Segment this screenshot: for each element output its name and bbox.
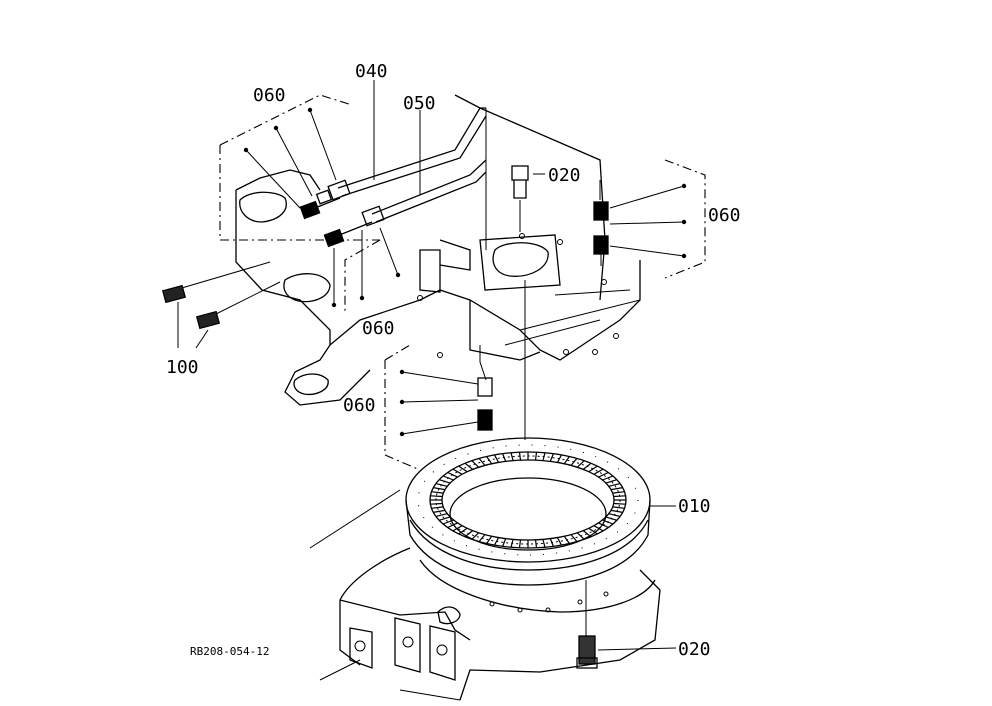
pipe-assembly: [174, 107, 601, 381]
label-060-mid: 060: [362, 318, 395, 339]
fitting-060-a: [299, 200, 321, 220]
lower-frame-outline: [309, 489, 661, 701]
label-010: 010: [678, 496, 711, 517]
callout-brackets: [219, 94, 706, 471]
label-020-top: 020: [548, 165, 581, 186]
label-100: 100: [166, 357, 199, 378]
label-040: 040: [355, 61, 388, 82]
gear-teeth-lines: [430, 452, 626, 548]
fittings: [161, 165, 609, 669]
swing-bearing-ring: [405, 437, 651, 586]
fitting-050-a: [323, 205, 385, 248]
label-020-bottom: 020: [678, 639, 711, 660]
bolt-020-bottom: [576, 635, 598, 669]
ring-gear-teeth: [430, 452, 626, 548]
label-060-left: 060: [343, 395, 376, 416]
leader-lines: [177, 80, 687, 651]
label-060-top: 060: [253, 85, 286, 106]
bolt-020-top: [511, 165, 529, 232]
fitting-060-mid: [477, 377, 493, 431]
upper-frame-outline: [235, 94, 641, 406]
reference-code: RB208-054-12: [190, 645, 269, 658]
label-060-right: 060: [708, 205, 741, 226]
fitting-060-right: [593, 201, 609, 266]
fitting-100-b: [195, 310, 221, 330]
part-labels: 040 050 060 020 060 060 100 060 010 020 …: [166, 61, 741, 660]
fitting-040-a: [315, 179, 351, 205]
fitting-100-a: [161, 284, 187, 304]
label-050: 050: [403, 93, 436, 114]
